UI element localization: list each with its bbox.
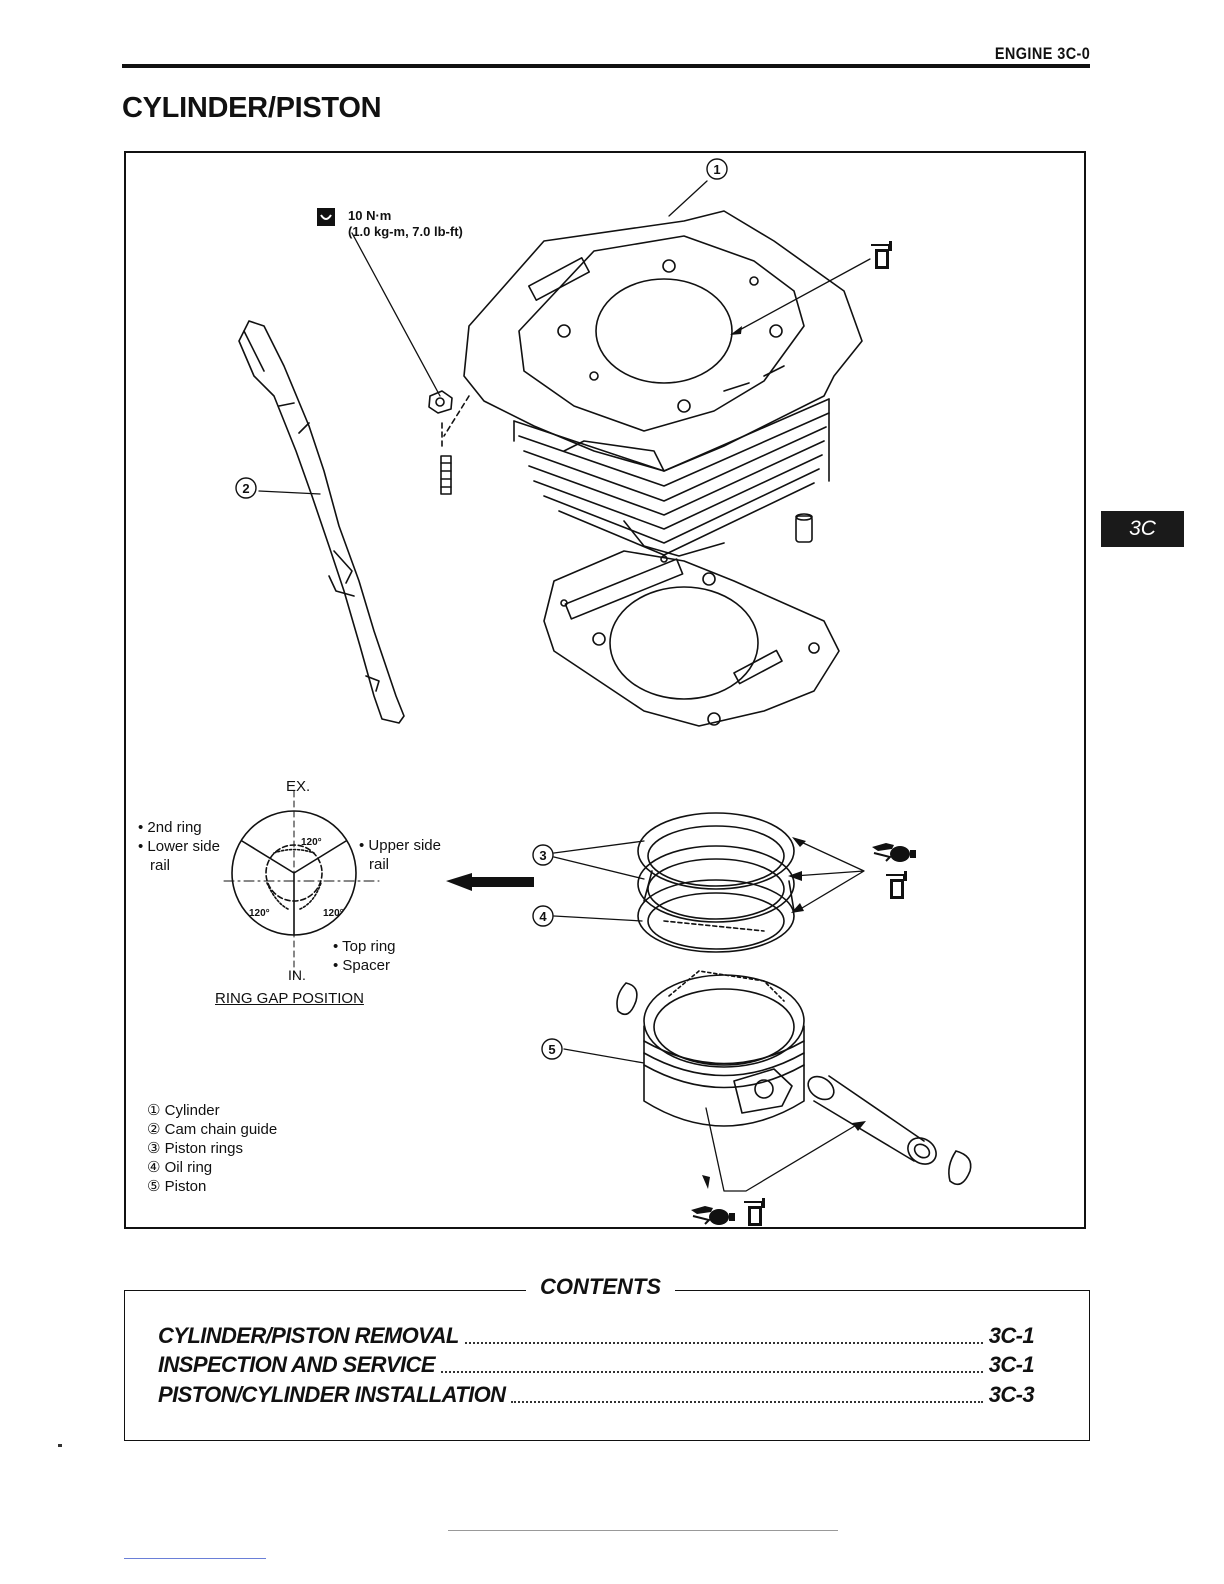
ring-gap-right-labels: • Upper side rail (359, 836, 441, 874)
ring-gap-angle-right: 120° (323, 908, 344, 919)
oil-can-icon (744, 1198, 765, 1226)
legend-item-cam-chain-guide: ② Cam chain guide (147, 1121, 278, 1138)
callout-1: 1 (713, 162, 720, 177)
moly-grease-icon (691, 1206, 735, 1225)
callout-2: 2 (242, 481, 249, 496)
legend-item-piston-rings: ③ Piston rings (147, 1140, 243, 1157)
ring-gap-angle-left: 120° (249, 908, 270, 919)
label-top-ring: • Top ring (333, 938, 396, 955)
ring-gap-diagram (223, 790, 380, 982)
toc-leader-dots (511, 1401, 983, 1403)
oil-can-icon (886, 871, 907, 899)
ring-gap-bottom-labels: • Top ring • Spacer (333, 937, 396, 975)
torque-icon (317, 208, 335, 226)
torque-value: 10 N·m (348, 208, 392, 223)
parts-legend: ① Cylinder ② Cam chain guide ③ Piston ri… (147, 1101, 277, 1196)
label-spacer: • Spacer (333, 957, 390, 974)
figure-frame (124, 151, 1086, 1229)
torque-conversion: (1.0 kg-m, 7.0 lb-ft) (348, 224, 463, 239)
exploded-diagram: 1 2 3 4 5 (223, 158, 972, 1226)
gasket-illustration (543, 550, 840, 727)
label-upper-rail: rail (369, 856, 390, 873)
margin-mark (58, 1444, 62, 1447)
toc-item-page: 3C-3 (988, 1382, 1035, 1407)
ring-gap-caption: RING GAP POSITION (215, 990, 364, 1007)
section-header: ENGINE 3C-0 (994, 44, 1090, 63)
label-lower-side: • Lower side (138, 838, 220, 855)
callout-3: 3 (539, 848, 546, 863)
ring-gap-left-labels: • 2nd ring • Lower side rail (138, 818, 220, 875)
ring-gap-ex-label: EX. (286, 778, 311, 795)
header-rule (122, 64, 1090, 68)
cylinder-illustration (428, 210, 863, 557)
footer-link-underline (124, 1558, 266, 1559)
legend-item-oil-ring: ④ Oil ring (147, 1159, 213, 1176)
toc-item-page: 3C-1 (988, 1352, 1035, 1377)
callout-5: 5 (548, 1042, 555, 1057)
oil-can-icon (871, 241, 892, 269)
page-title: CYLINDER/PISTON (122, 92, 382, 124)
label-2nd-ring: • 2nd ring (138, 819, 202, 836)
callout-4: 4 (539, 909, 547, 924)
label-lower-rail: rail (150, 857, 171, 874)
toc-item-label: INSPECTION AND SERVICE (158, 1352, 436, 1377)
piston-rings-illustration (637, 812, 795, 953)
toc-item[interactable]: PISTON/CYLINDER INSTALLATION 3C-3 (158, 1380, 1035, 1408)
legend-item-cylinder: ① Cylinder (147, 1102, 220, 1119)
section-tab: 3C (1101, 511, 1184, 547)
legend-item-piston: ⑤ Piston (147, 1178, 207, 1195)
ring-gap-in-label: IN. (288, 967, 306, 983)
footer-rule (448, 1530, 838, 1531)
toc-item[interactable]: INSPECTION AND SERVICE 3C-1 (158, 1350, 1035, 1378)
piston-illustration (616, 970, 805, 1127)
leader-lines (258, 180, 871, 1192)
toc-item-label: CYLINDER/PISTON REMOVAL (158, 1323, 459, 1348)
piston-pin-illustration (807, 1075, 972, 1186)
torque-spec: 10 N·m (1.0 kg-m, 7.0 lb-ft) (348, 208, 463, 240)
label-upper-side: • Upper side (359, 837, 441, 854)
toc-item[interactable]: CYLINDER/PISTON REMOVAL 3C-1 (158, 1321, 1035, 1349)
toc-leader-dots (464, 1342, 983, 1344)
toc-item-label: PISTON/CYLINDER INSTALLATION (158, 1382, 506, 1407)
contents-title: CONTENTS (526, 1274, 675, 1300)
toc-item-page: 3C-1 (988, 1323, 1035, 1348)
cam-chain-guide-illustration (238, 320, 405, 724)
ring-gap-angle-top: 120° (301, 837, 322, 848)
moly-grease-icon (872, 843, 916, 862)
toc-leader-dots (440, 1371, 983, 1373)
